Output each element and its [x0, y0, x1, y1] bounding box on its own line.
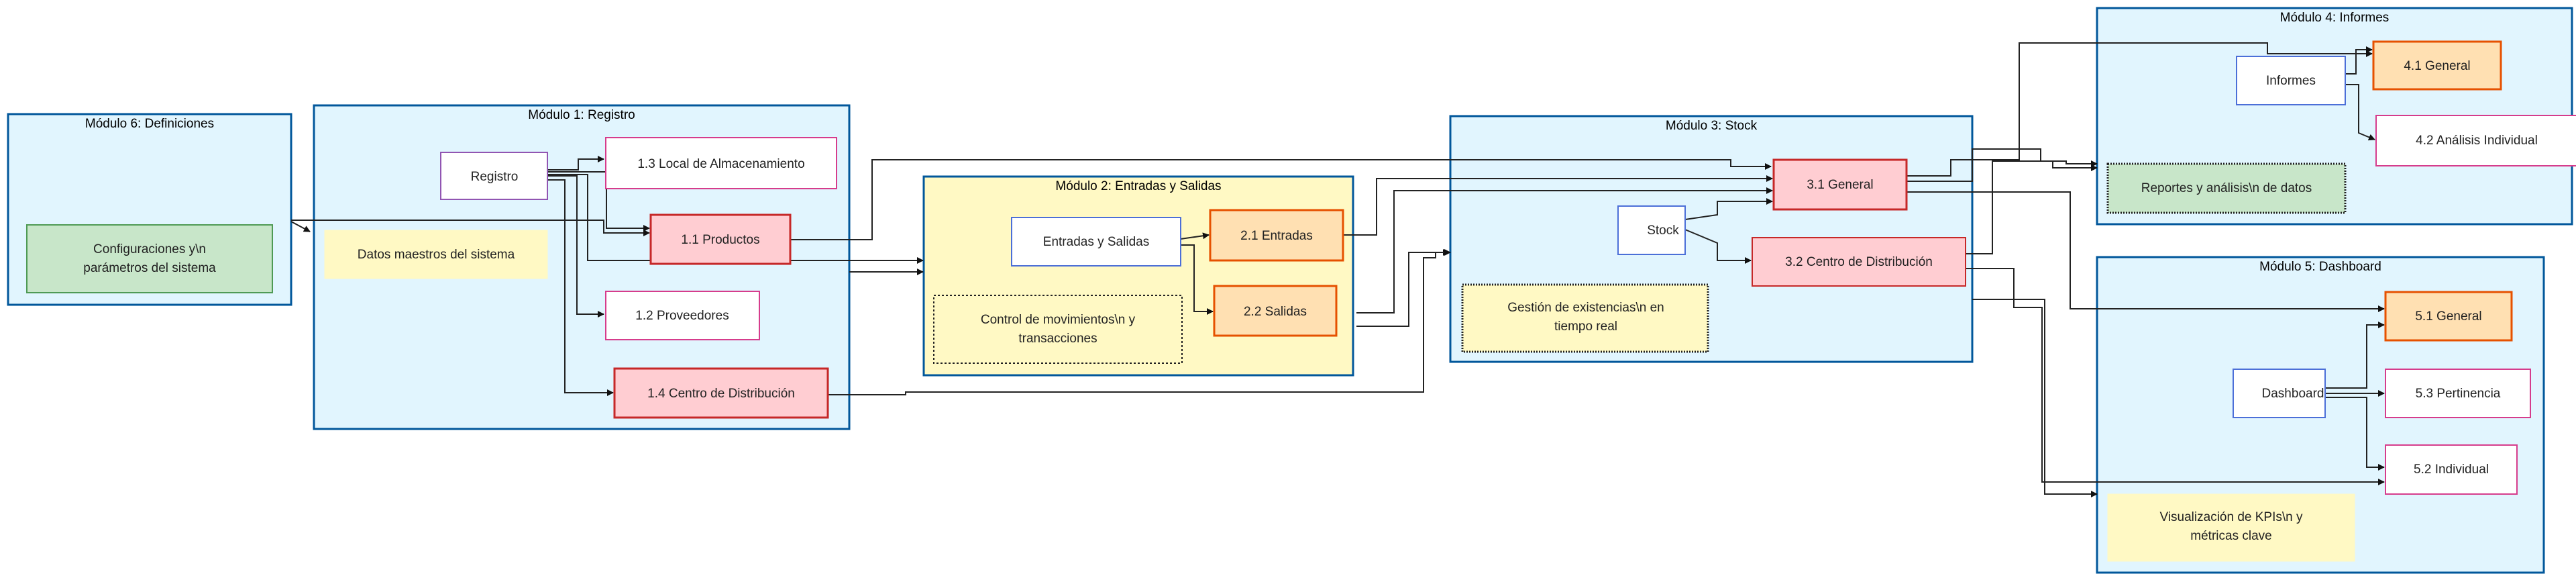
node-stock[interactable]: Stock: [1617, 205, 1686, 255]
edge-es-salidas: [1181, 244, 1214, 315]
svg-text:2.1 Entradas: 2.1 Entradas: [1240, 229, 1313, 243]
svg-text:Visualización de KPIs\n y: Visualización de KPIs\n y: [2160, 510, 2303, 524]
svg-text:4.1 General: 4.1 General: [2404, 59, 2470, 73]
svg-text:Informes: Informes: [2266, 74, 2316, 88]
edge-m6-productos: [291, 220, 650, 236]
node-config[interactable]: Configuraciones y\n parámetros del siste…: [26, 224, 273, 293]
svg-text:2.2 Salidas: 2.2 Salidas: [1244, 305, 1307, 319]
edge-informes-general4: [2345, 46, 2373, 75]
edge-dashboard-individual: [2325, 397, 2385, 471]
edge-general3-m4: [1907, 148, 2098, 182]
svg-text:1.2 Proveedores: 1.2 Proveedores: [635, 309, 729, 323]
edges: [290, 42, 2385, 497]
edge-entradas-general3: [1343, 175, 1773, 236]
node-analisis-individual[interactable]: 4.2 Análisis Individual: [2375, 115, 2576, 166]
svg-text:4.2 Análisis Individual: 4.2 Análisis Individual: [2416, 134, 2538, 148]
node-productos[interactable]: 1.1 Productos: [649, 213, 792, 265]
edge-informes-analisis: [2345, 84, 2375, 141]
svg-text:parámetros del sistema: parámetros del sistema: [83, 261, 216, 275]
edge-general3-general5: [1907, 191, 2385, 312]
svg-text:tiempo real: tiempo real: [1554, 320, 1617, 334]
module-1-title: Módulo 1: Registro: [528, 108, 635, 122]
svg-text:Configuraciones y\n: Configuraciones y\n: [93, 242, 206, 256]
svg-text:5.3 Pertinencia: 5.3 Pertinencia: [2416, 387, 2501, 401]
svg-text:Dashboard: Dashboard: [2262, 387, 2324, 401]
node-registro[interactable]: Registro: [440, 152, 548, 200]
svg-text:Entradas y Salidas: Entradas y Salidas: [1043, 235, 1149, 249]
edge-stock-general3: [1684, 198, 1773, 220]
edge-m6-m1: [290, 221, 311, 232]
node-general-3[interactable]: 3.1 General: [1772, 158, 1908, 211]
edge-centro3-m4: [1966, 160, 2098, 254]
svg-text:Datos maestros del sistema: Datos maestros del sistema: [358, 248, 515, 262]
node-centro-distribucion-3[interactable]: 3.2 Centro de Distribución: [1752, 237, 1966, 287]
node-general-4[interactable]: 4.1 General: [2372, 40, 2502, 91]
node-general-5[interactable]: 5.1 General: [2384, 291, 2513, 342]
node-dashboard[interactable]: Dashboard: [2233, 369, 2326, 418]
svg-text:1.4 Centro de Distribución: 1.4 Centro de Distribución: [647, 387, 795, 401]
edge-registro-centro: [547, 179, 614, 396]
edge-registro-proveedores: [547, 175, 604, 318]
svg-text:1.3 Local de Almacenamiento: 1.3 Local de Almacenamiento: [637, 157, 804, 171]
edge-registro-productos: [547, 171, 650, 232]
note-control-movimientos: Control de movimientos\n y transacciones: [933, 295, 1183, 364]
edge-salidas-m3: [1356, 249, 1451, 327]
note-gestion-existencias: Gestión de existencias\n en tiempo real: [1461, 283, 1709, 353]
edge-stock-centro3: [1684, 229, 1752, 264]
module-4-title: Módulo 4: Informes: [2280, 11, 2390, 25]
edge-dashboard-general5: [2325, 322, 2385, 389]
svg-text:Gestión de existencias\n en: Gestión de existencias\n en: [1507, 301, 1664, 315]
note-datos-maestros: Datos maestros del sistema: [324, 230, 548, 279]
node-entradas-salidas[interactable]: Entradas y Salidas: [1011, 217, 1181, 267]
svg-text:3.1 General: 3.1 General: [1807, 178, 1873, 192]
module-3-title: Módulo 3: Stock: [1666, 119, 1758, 133]
node-local-almacenamiento[interactable]: 1.3 Local de Almacenamiento: [605, 137, 837, 189]
note-kpis: Visualización de KPIs\n y métricas clave: [2107, 493, 2355, 562]
module-5-title: Módulo 5: Dashboard: [2259, 260, 2381, 274]
edge-salidas-general3: [1356, 187, 1773, 313]
edge-productos-general3: [790, 159, 1772, 240]
svg-text:3.2 Centro de Distribución: 3.2 Centro de Distribución: [1785, 255, 1933, 269]
svg-text:5.2 Individual: 5.2 Individual: [2414, 463, 2489, 477]
node-informes[interactable]: Informes: [2236, 56, 2346, 105]
module-2-title: Módulo 2: Entradas y Salidas: [1055, 179, 1221, 193]
module-6-title: Módulo 6: Definiciones: [85, 117, 214, 131]
svg-text:Stock: Stock: [1647, 224, 1679, 238]
edge-general3-general4: [1907, 42, 2373, 177]
svg-text:Control de movimientos\n y: Control de movimientos\n y: [981, 313, 1136, 327]
edge-centro1-m3: [828, 249, 1450, 395]
edge-registro-local: [547, 156, 604, 171]
node-individual[interactable]: 5.2 Individual: [2385, 444, 2518, 495]
node-salidas[interactable]: 2.2 Salidas: [1213, 285, 1338, 337]
edge-es-entradas: [1180, 232, 1210, 240]
node-pertinencia[interactable]: 5.3 Pertinencia: [2385, 369, 2531, 418]
node-centro-distribucion-1[interactable]: 1.4 Centro de Distribución: [613, 367, 829, 419]
svg-text:transacciones: transacciones: [1018, 332, 1097, 346]
svg-text:5.1 General: 5.1 General: [2415, 309, 2481, 324]
node-entradas[interactable]: 2.1 Entradas: [1209, 209, 1344, 262]
svg-text:Registro: Registro: [471, 170, 519, 184]
edge-m3-m5: [1972, 299, 2098, 497]
svg-text:Reportes y análisis\n de datos: Reportes y análisis\n de datos: [2141, 181, 2312, 195]
svg-text:1.1 Productos: 1.1 Productos: [681, 233, 759, 247]
svg-text:métricas clave: métricas clave: [2190, 529, 2271, 543]
note-reportes: Reportes y análisis\n de datos: [2106, 162, 2347, 214]
node-proveedores[interactable]: 1.2 Proveedores: [605, 291, 760, 340]
edge-centro3-individual: [1966, 268, 2385, 485]
